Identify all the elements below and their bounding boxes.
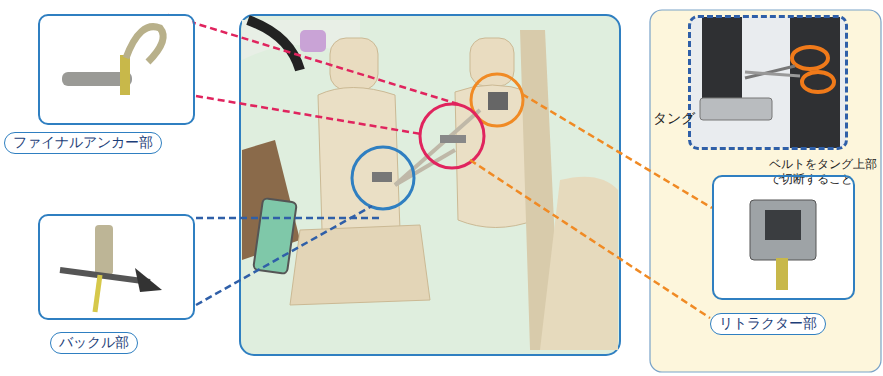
leader-line: [168, 15, 458, 104]
leader-line: [522, 94, 712, 208]
headrest: [470, 38, 514, 86]
retractor-mini: [488, 92, 508, 110]
seat-back: [318, 88, 400, 238]
part-label: タング: [653, 110, 695, 128]
anchor-mini: [440, 135, 466, 143]
highlight-circle: [420, 104, 484, 168]
anchor-part-picture: [40, 16, 193, 123]
seat-cushion: [290, 225, 430, 305]
pink-object: [300, 30, 326, 52]
belt-cutting-photo: [690, 17, 846, 148]
part-label: バックル部: [50, 332, 138, 354]
headrest: [330, 38, 378, 90]
phone-object: [253, 198, 297, 274]
leader-line: [196, 96, 421, 134]
illustration-frame: [240, 15, 620, 355]
buckle-part-picture: [40, 216, 193, 318]
part-photo-box: バックル部: [38, 214, 195, 320]
highlight-circle: [352, 147, 414, 209]
belt: [395, 110, 480, 185]
part-photo-box: リトラクター部: [712, 175, 855, 300]
rear-seat: [540, 177, 618, 350]
buckle-mini: [372, 172, 392, 182]
part-label: ファイナルアンカー部: [4, 132, 162, 154]
instruction-note: ベルトをタング上部で切断すること: [769, 157, 881, 187]
part-photo-box: ファイナルアンカー部: [38, 14, 195, 125]
steering-wheel: [248, 20, 300, 70]
photo-box: タングベルトをタング上部で切断すること: [688, 15, 848, 150]
leader-line: [470, 160, 710, 318]
leader-lines: [168, 15, 712, 318]
part-label: リトラクター部: [710, 313, 826, 335]
car-interior-illustration: [240, 15, 620, 355]
leader-line: [196, 217, 383, 220]
retractor-part-picture: [714, 177, 853, 298]
leader-line: [196, 206, 372, 305]
